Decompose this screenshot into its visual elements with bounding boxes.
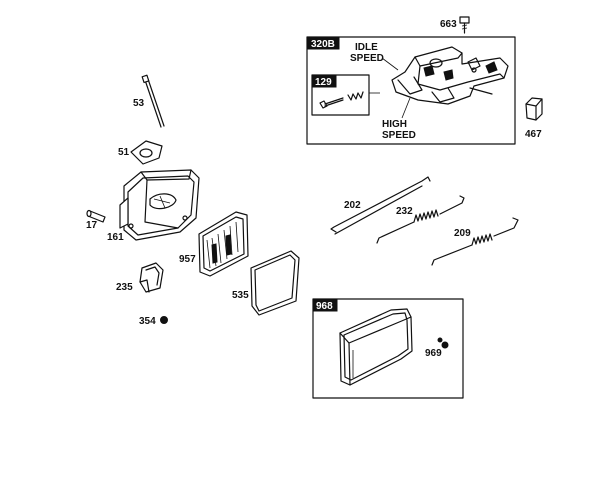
label-51: 51: [118, 147, 130, 158]
box-129: 129: [311, 74, 380, 116]
box-label-320B: 320B: [311, 39, 335, 50]
part-535-pad: [250, 250, 300, 316]
label-535: 535: [232, 290, 249, 301]
label-354: 354: [139, 316, 156, 327]
part-129-screw-and-spring: [319, 91, 364, 109]
box-320B: 320B IDLE SPEED HIGH SPEED 129: [306, 36, 516, 145]
part-53-rod: [141, 74, 165, 128]
box-label-968: 968: [316, 301, 333, 312]
part-957-filter-screen: [198, 211, 249, 277]
part-232-spring: [376, 195, 465, 244]
label-957: 957: [179, 254, 196, 265]
part-17-pin: [86, 209, 106, 223]
label-161: 161: [107, 232, 124, 243]
idle-speed-label-1: IDLE: [355, 42, 378, 53]
idle-speed-label-2: SPEED: [350, 53, 384, 64]
label-663: 663: [440, 19, 457, 30]
part-968-cover: [339, 308, 413, 386]
part-663-screw: [459, 16, 470, 34]
label-467: 467: [525, 129, 542, 140]
label-17: 17: [86, 220, 98, 231]
part-969-knob: [437, 337, 449, 349]
part-209-spring: [431, 217, 519, 266]
label-235: 235: [116, 282, 133, 293]
governor-control-bracket: [391, 46, 509, 105]
box-968: 968 969: [312, 298, 464, 399]
box-label-129: 129: [315, 77, 332, 88]
part-354-nut: [160, 316, 168, 324]
label-969: 969: [425, 348, 442, 359]
label-53: 53: [133, 98, 145, 109]
label-202: 202: [344, 200, 361, 211]
high-speed-label-1: HIGH: [382, 119, 407, 130]
part-161-air-cleaner-base: [119, 169, 200, 241]
part-202-link: [330, 176, 431, 235]
label-232: 232: [396, 206, 413, 217]
part-235-bracket: [139, 262, 164, 293]
part-51-gasket: [130, 140, 163, 165]
high-speed-label-2: SPEED: [382, 130, 416, 141]
label-209: 209: [454, 228, 471, 239]
part-467-cap: [525, 97, 543, 121]
